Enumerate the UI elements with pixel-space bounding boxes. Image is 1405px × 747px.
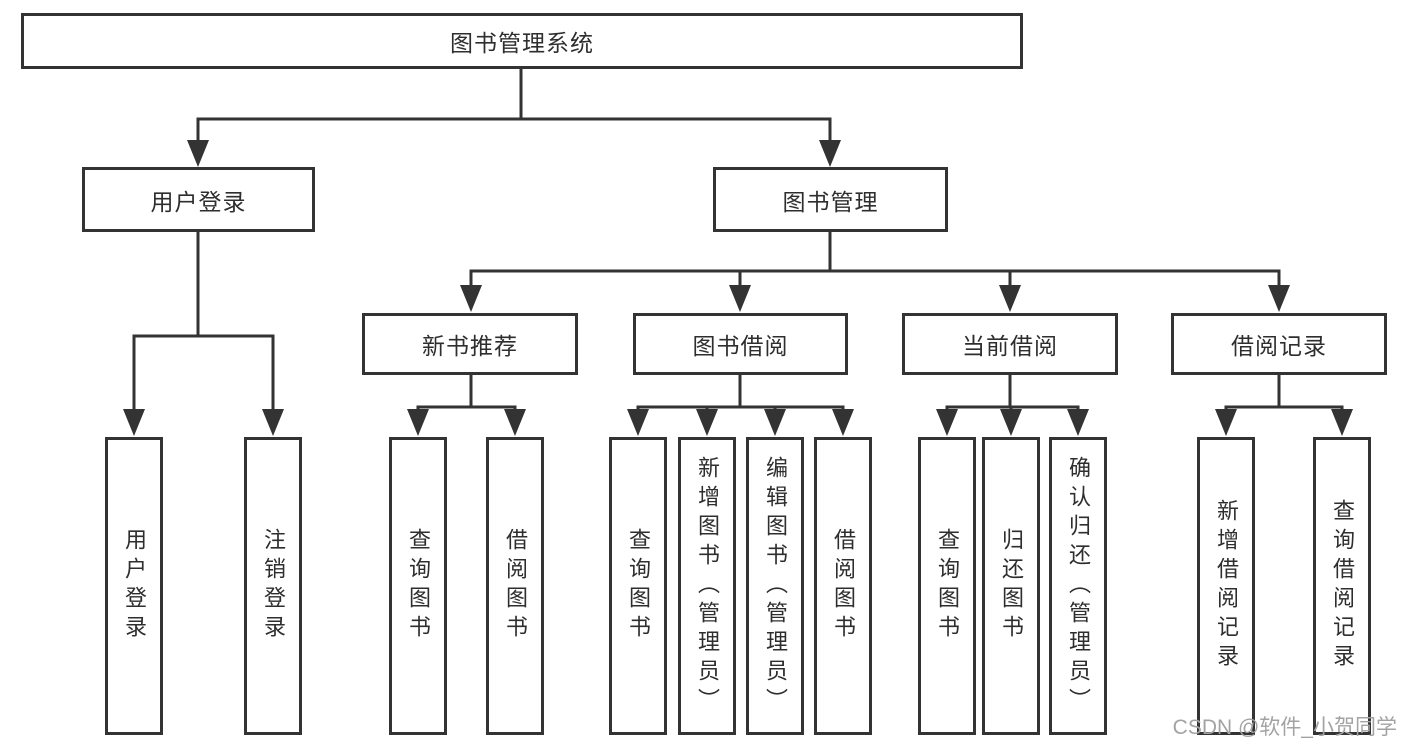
leaf-query-books-recommend: 查询图书 [389,437,447,735]
node-borrow-records: 借阅记录 [1171,313,1387,375]
leaf-add-borrow-record: 新增借阅记录 [1197,437,1255,735]
leaf-add-book-admin: 新增图书（管理员） [678,437,736,735]
leaf-query-borrow-record: 查询借阅记录 [1313,437,1371,735]
node-book-management: 图书管理 [713,167,948,232]
leaf-return-book: 归还图书 [982,437,1040,735]
csdn-watermark: CSDN @软件_小贺同学 [1172,716,1397,739]
leaf-borrow-books-recommend: 借阅图书 [486,437,544,735]
leaf-edit-book-admin: 编辑图书（管理员） [746,437,804,735]
leaf-query-books-borrowing: 查询图书 [609,437,667,735]
leaf-logout: 注销登录 [244,437,302,735]
leaf-user-login: 用户登录 [105,437,163,735]
node-new-book-recommend: 新书推荐 [362,313,578,375]
leaf-query-books-current: 查询图书 [918,437,976,735]
node-user-login: 用户登录 [82,167,315,232]
node-library-system: 图书管理系统 [21,13,1023,69]
node-book-borrowing: 图书借阅 [633,313,848,375]
leaf-confirm-return-admin: 确认归还（管理员） [1049,437,1107,735]
leaf-borrow-books-borrowing: 借阅图书 [814,437,872,735]
node-current-borrowing: 当前借阅 [902,313,1118,375]
